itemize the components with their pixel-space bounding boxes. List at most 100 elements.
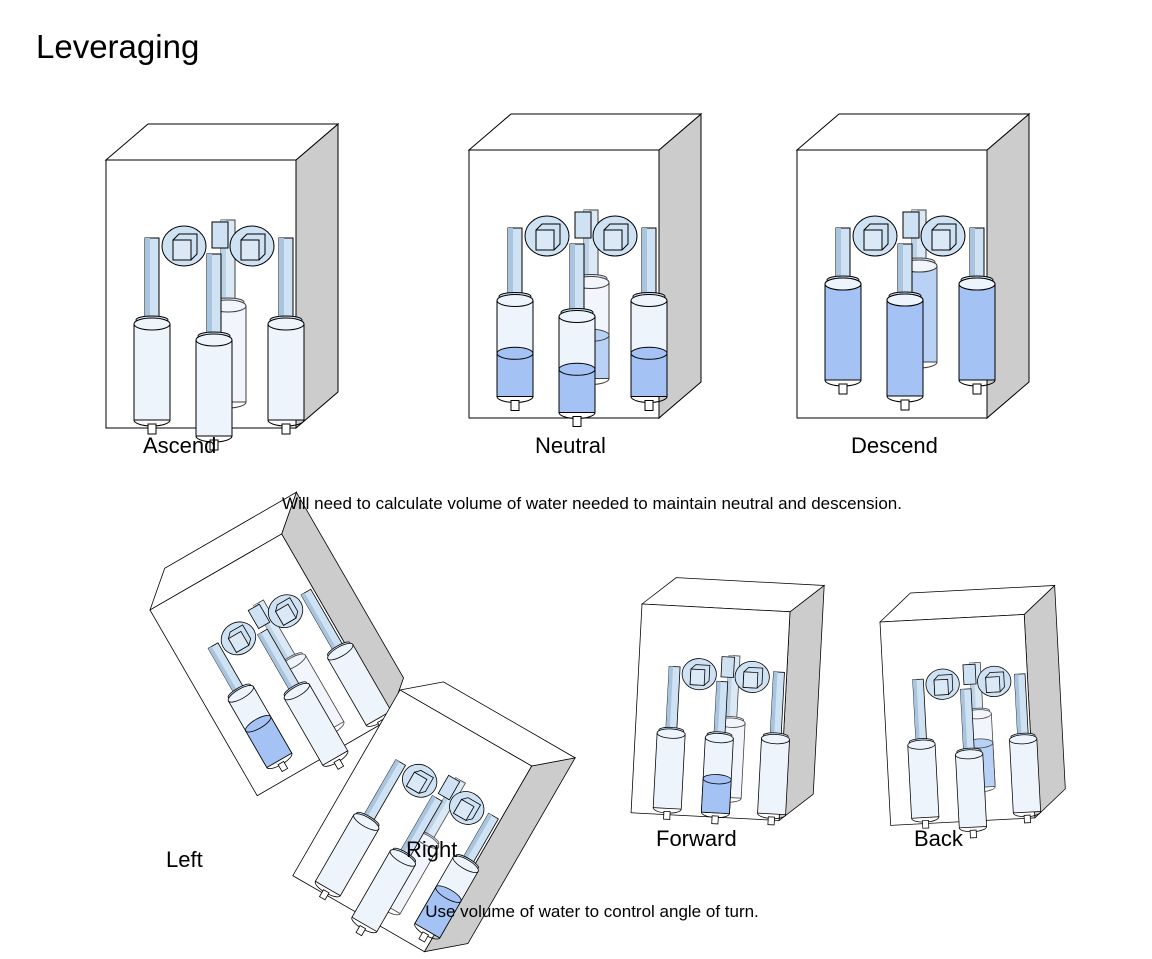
plunger-rod-shade bbox=[208, 646, 240, 697]
nozzle bbox=[277, 760, 289, 773]
syringe-right-1 bbox=[314, 759, 407, 901]
plunger-rod-shade bbox=[508, 228, 513, 301]
plunger-rod-shade bbox=[970, 228, 975, 284]
plunger-rod-shade bbox=[221, 220, 226, 306]
plunger-rod-shade bbox=[665, 666, 674, 734]
cylinder-top bbox=[958, 277, 996, 291]
label-forward: Forward bbox=[656, 826, 737, 851]
cylinder-body bbox=[267, 323, 305, 421]
motor-back-1 bbox=[925, 668, 960, 700]
cylinder-top bbox=[133, 317, 171, 331]
cylinder-body bbox=[195, 339, 233, 437]
cylinder-body bbox=[133, 323, 171, 421]
nozzle bbox=[147, 423, 157, 435]
water-surface bbox=[435, 885, 462, 903]
plunger-rod-shade bbox=[713, 681, 721, 739]
cylinder-top bbox=[955, 749, 984, 760]
syringe-left-1 bbox=[207, 642, 293, 773]
cylinder-top bbox=[558, 310, 596, 323]
cylinder-body bbox=[652, 732, 686, 810]
cylinder-top bbox=[824, 277, 862, 291]
nozzle bbox=[767, 816, 775, 826]
motor-ascend-2 bbox=[229, 225, 275, 267]
nozzle bbox=[418, 931, 430, 943]
label-neutral: Neutral bbox=[535, 433, 606, 458]
center-hub bbox=[962, 663, 977, 685]
center-hub bbox=[437, 774, 461, 801]
motor-ascend-1 bbox=[161, 225, 207, 267]
nozzle bbox=[921, 819, 930, 829]
plunger-rod-shade bbox=[301, 592, 339, 655]
nozzle bbox=[209, 439, 219, 451]
motor-face bbox=[603, 229, 623, 251]
nozzle bbox=[644, 400, 654, 411]
syringe-back-2 bbox=[955, 688, 988, 839]
label-left: Left bbox=[166, 847, 203, 872]
plunger-rod-shade bbox=[570, 244, 575, 317]
label-back: Back bbox=[914, 826, 963, 851]
motor-descend-2 bbox=[920, 215, 966, 257]
plunger-rod-shade bbox=[898, 244, 903, 300]
motor-forward-1 bbox=[681, 658, 717, 691]
diagram-ascend bbox=[104, 122, 340, 451]
water-surface bbox=[558, 362, 596, 376]
plunger-rod-shade bbox=[642, 228, 647, 301]
motor-face bbox=[240, 239, 260, 261]
motor-face bbox=[742, 671, 759, 689]
center-hub bbox=[720, 656, 735, 678]
plunger-rod-shade bbox=[397, 795, 436, 858]
nozzle bbox=[318, 889, 330, 901]
nozzle bbox=[969, 829, 977, 839]
diagram-back bbox=[878, 584, 1066, 839]
syringe-right-3 bbox=[414, 812, 499, 943]
diagram-left bbox=[149, 491, 404, 797]
cylinder-top bbox=[630, 294, 668, 307]
water-level bbox=[824, 283, 862, 381]
plunger-rod-shade bbox=[960, 689, 968, 755]
syringe-neutral-2 bbox=[558, 243, 596, 427]
syringe-neutral-1 bbox=[496, 227, 534, 411]
cylinder-top bbox=[886, 293, 924, 307]
plunger-rod-shade bbox=[145, 238, 150, 324]
cylinder-top bbox=[1009, 734, 1038, 745]
syringe-descend-3 bbox=[958, 227, 996, 395]
diagram-forward bbox=[630, 577, 826, 826]
center-hub bbox=[211, 221, 229, 249]
cylinder-top bbox=[327, 642, 354, 661]
motor-face bbox=[985, 676, 1001, 693]
motor-face bbox=[863, 229, 883, 251]
motor-back-2 bbox=[977, 665, 1012, 698]
motor-face bbox=[931, 229, 951, 251]
syringe-back-3 bbox=[1009, 673, 1042, 824]
water-level bbox=[958, 283, 996, 381]
nozzle bbox=[572, 416, 582, 427]
center-hub bbox=[574, 211, 592, 239]
cylinder-top bbox=[907, 739, 936, 750]
syringe-ascend-2 bbox=[195, 253, 233, 451]
cylinder-top bbox=[389, 849, 416, 867]
water-surface bbox=[496, 346, 534, 360]
motor-face bbox=[452, 798, 475, 822]
cylinder-top bbox=[227, 685, 254, 703]
nozzle bbox=[900, 399, 910, 411]
water-level bbox=[630, 352, 668, 398]
plunger-rod-shade bbox=[912, 679, 920, 745]
cylinder-body bbox=[955, 753, 988, 829]
plunger-rod-shade bbox=[1014, 674, 1022, 740]
diagram-neutral bbox=[467, 112, 703, 427]
syringe-forward-1 bbox=[652, 665, 686, 820]
label-right: Right bbox=[406, 837, 458, 862]
center-hub bbox=[902, 211, 920, 239]
motor-face bbox=[405, 771, 428, 794]
nozzle bbox=[711, 815, 719, 825]
motor-face bbox=[172, 239, 192, 261]
cylinder-body bbox=[1009, 738, 1042, 814]
plunger-rod-shade bbox=[584, 210, 589, 283]
motor-left-2 bbox=[267, 594, 304, 628]
water-surface bbox=[630, 346, 668, 360]
motor-neutral-2 bbox=[592, 215, 638, 257]
motor-left-1 bbox=[220, 621, 257, 656]
syringe-right-2 bbox=[351, 794, 443, 937]
plunger-rod-shade bbox=[207, 254, 212, 340]
